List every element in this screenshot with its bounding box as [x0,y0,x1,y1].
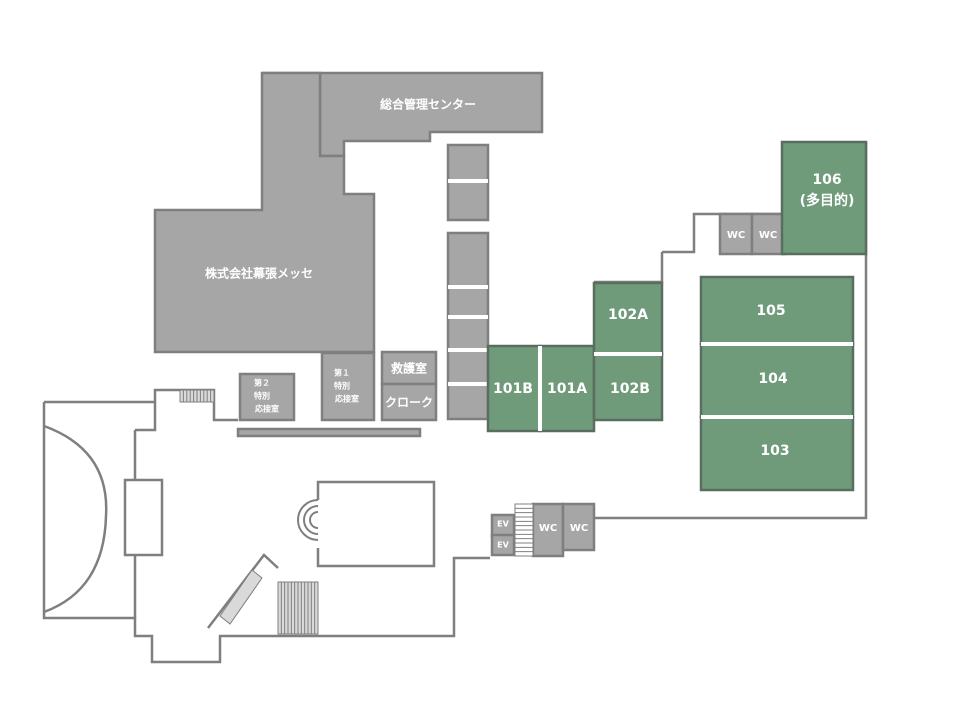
label-dai1-3: 応接室 [335,394,359,404]
room-106[interactable] [780,140,868,256]
label-dai2-2: 特別 [254,391,270,401]
label-dai1-1: 第１ [334,368,350,378]
label-dai2-1: 第２ [254,378,270,388]
label-wc-top-1: WC [727,230,745,241]
label-wc-top-2: WC [759,230,777,241]
label-104: 104 [758,371,787,387]
label-dai1-2: 特別 [334,381,350,391]
stairs [123,389,534,635]
label-101b: 101B [493,381,533,397]
label-101a: 101A [547,381,587,397]
label-wc-bottom-2: WC [570,523,588,534]
room-102a[interactable] [592,281,664,356]
label-106-sub: (多目的) [800,192,855,209]
room-cloak[interactable] [380,382,438,422]
green-rooms [486,140,868,492]
label-102a: 102A [608,307,648,323]
label-makuhari-messe: 株式会社幕張メッセ [205,266,313,281]
label-102b: 102B [610,381,650,397]
ev-2[interactable] [490,533,516,557]
label-kyugo: 救護室 [391,361,427,376]
label-ev-2: EV [497,541,509,550]
room-102b[interactable] [592,352,664,422]
room-makuhari-messe[interactable] [153,71,376,354]
gray-rooms [153,71,786,558]
label-wc-bottom-1: WC [539,523,557,534]
room-dai2-tokubetsu[interactable] [238,372,296,422]
wc-top-2[interactable] [750,212,786,256]
label-106: 106 [812,172,841,188]
room-small-2 [446,231,490,421]
room-dai1-tokubetsu[interactable] [320,351,376,422]
label-sogo-kanri: 総合管理センター [380,97,476,112]
label-ev-1: EV [497,520,509,529]
label-103: 103 [760,443,789,459]
label-cloak: クローク [385,396,433,410]
counter-bar [236,427,422,438]
labels: 総合管理センター 株式会社幕張メッセ 第２ 特別 応接室 第１ 特別 応接室 救… [205,97,854,550]
wc-bottom-2[interactable] [561,502,596,552]
label-dai2-3: 応接室 [255,404,279,414]
label-105: 105 [756,303,785,319]
room-105[interactable] [699,275,855,346]
